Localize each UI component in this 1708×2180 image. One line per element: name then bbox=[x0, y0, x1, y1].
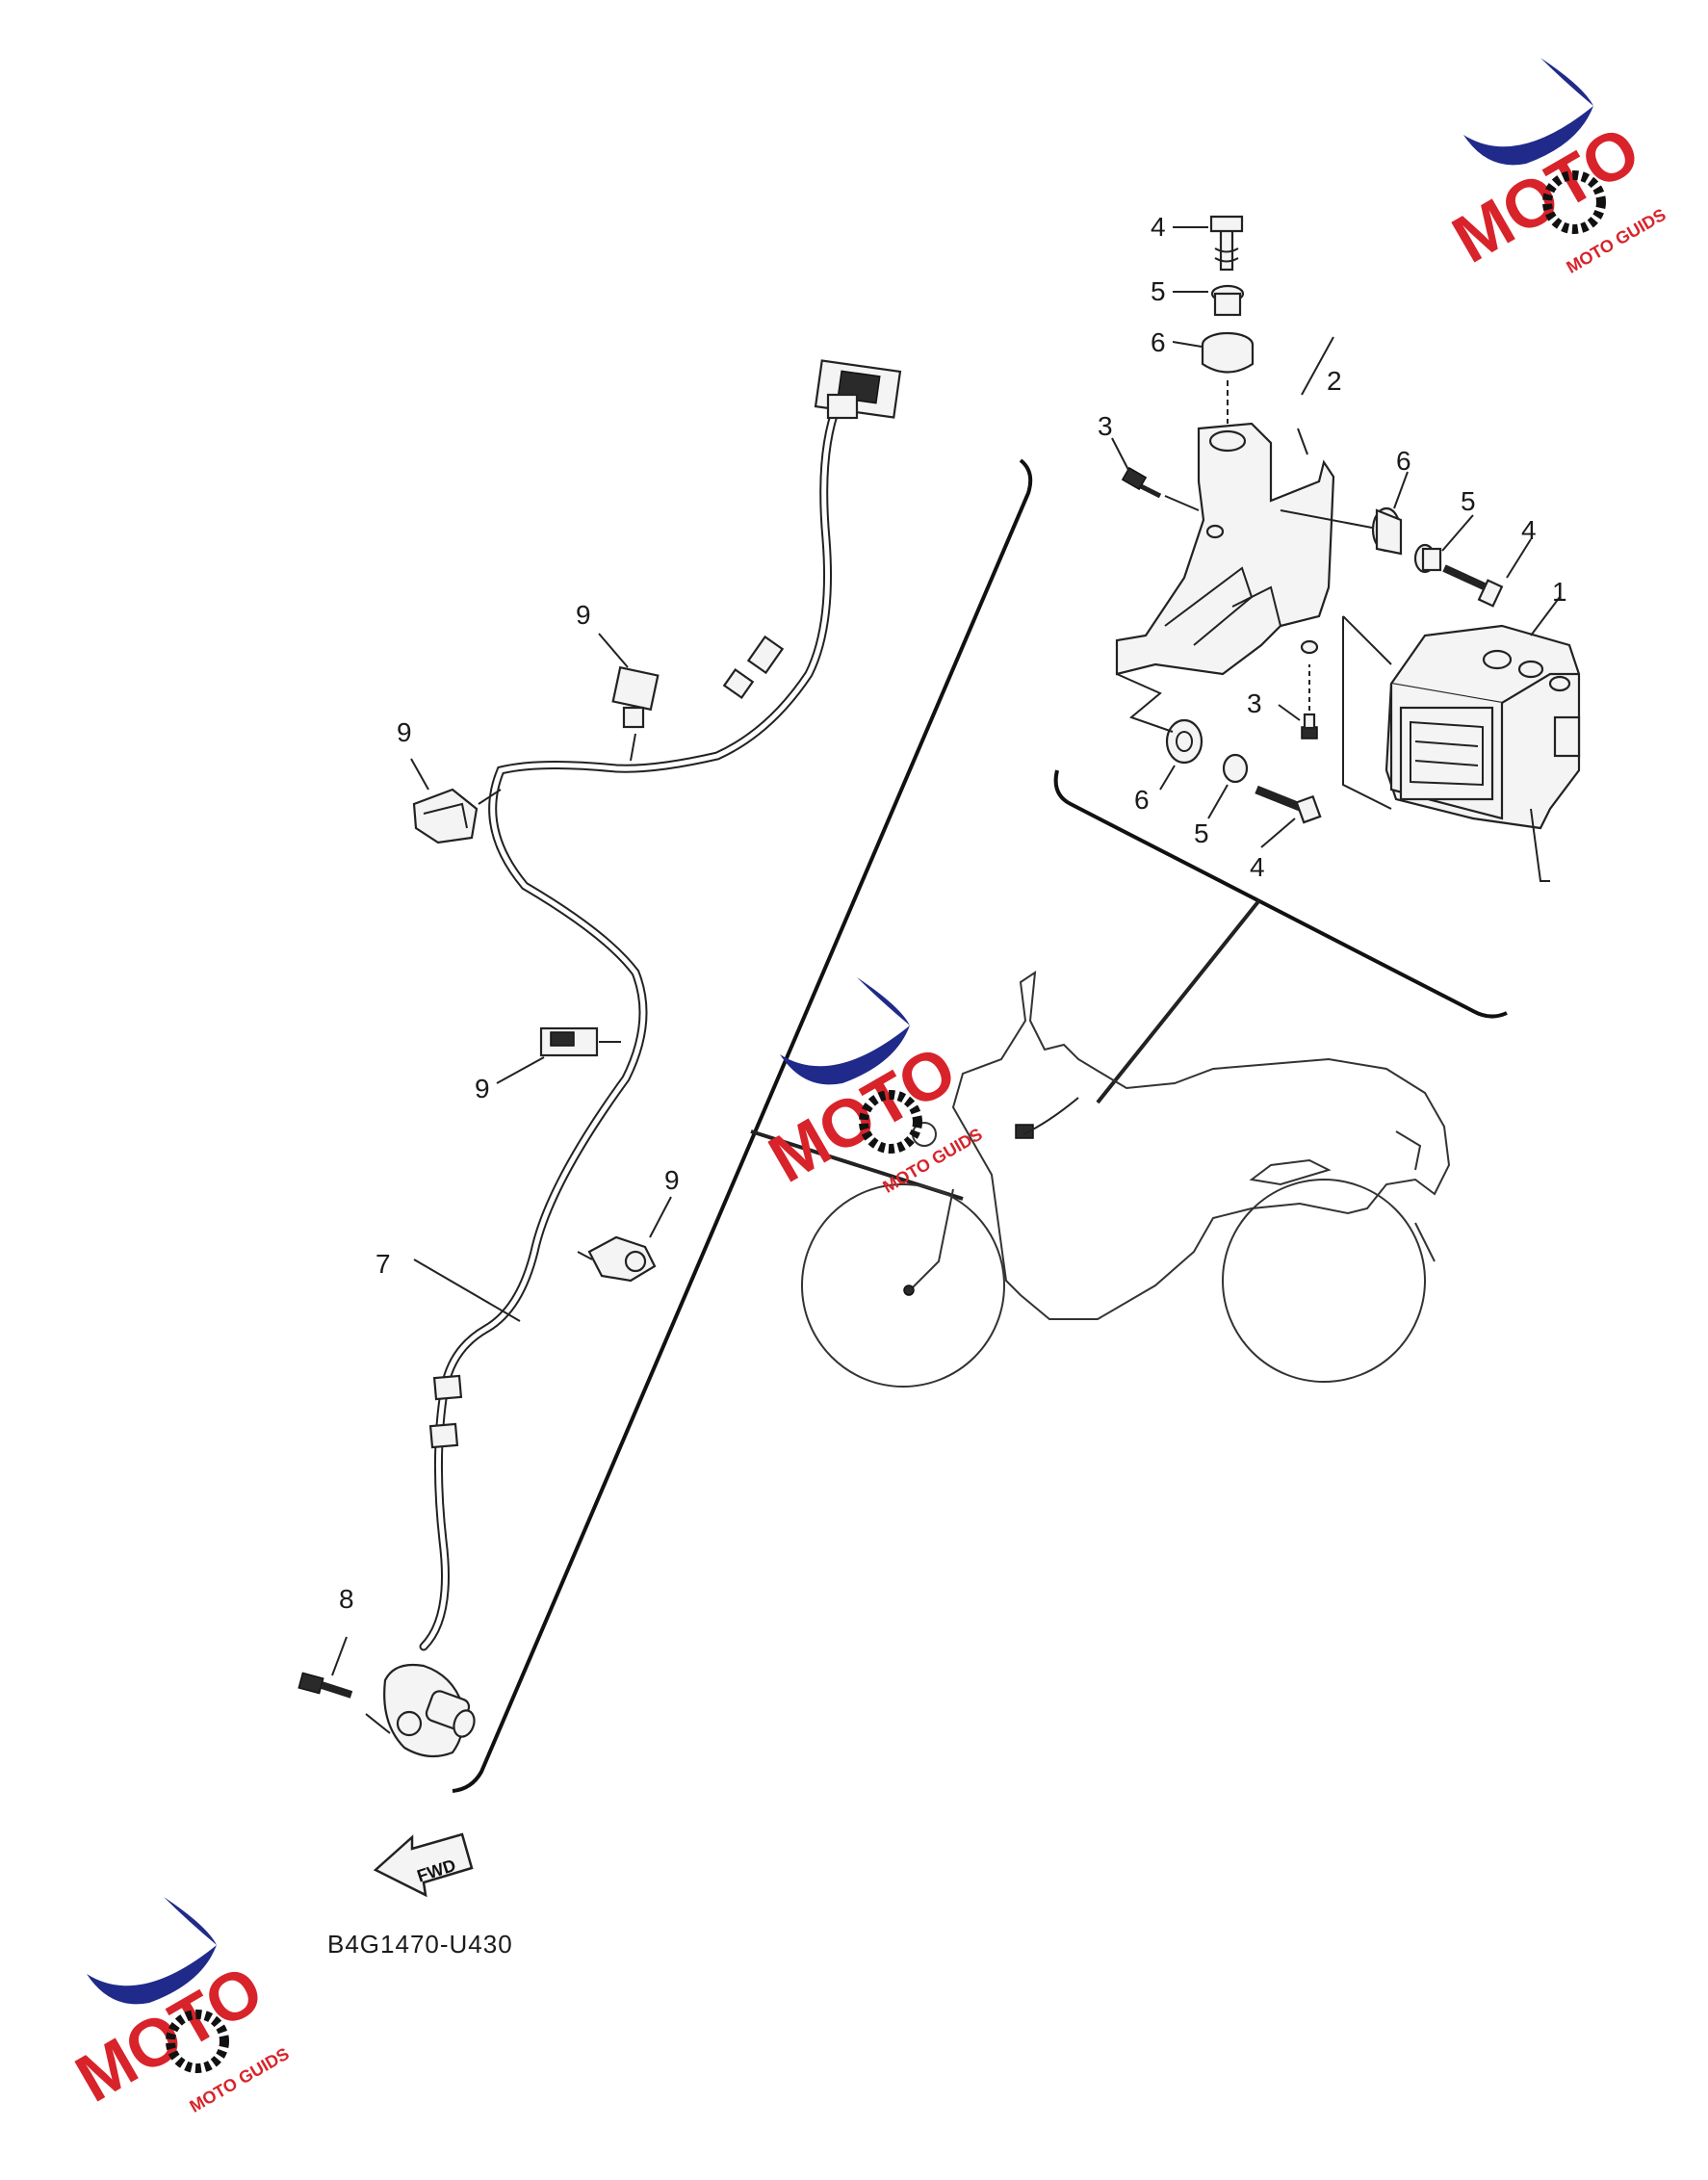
callout-9-left: 9 bbox=[397, 717, 412, 747]
sensor-bolt bbox=[298, 1636, 391, 1734]
clamp-9-middle bbox=[496, 1026, 621, 1084]
callout-7: 7 bbox=[375, 1249, 391, 1279]
callout-6-lower: 6 bbox=[1134, 785, 1150, 815]
callout-3-upper: 3 bbox=[1098, 411, 1113, 441]
abs-hydraulic-unit bbox=[1342, 596, 1581, 882]
top-mount-stack bbox=[1172, 215, 1255, 424]
clamp-9-lower bbox=[577, 1196, 672, 1283]
leader-to-bike-1 bbox=[1096, 898, 1261, 1104]
abs-bracket bbox=[1115, 336, 1335, 676]
callout-6-side: 6 bbox=[1396, 446, 1411, 476]
right-section-divider bbox=[1053, 769, 1508, 1019]
clamp-9-left bbox=[410, 758, 502, 844]
callout-6-top: 6 bbox=[1151, 327, 1166, 357]
callout-1: 1 bbox=[1552, 577, 1567, 607]
callout-8: 8 bbox=[339, 1584, 354, 1614]
callout-5-side: 5 bbox=[1461, 486, 1476, 516]
wheel-sensor-lead bbox=[383, 359, 902, 1758]
left-section-divider bbox=[452, 458, 1033, 1793]
callout-2: 2 bbox=[1327, 366, 1342, 396]
watermark-logo-top-right: MOTO MOTO GUIDS bbox=[1440, 58, 1669, 277]
callout-3-lower: 3 bbox=[1247, 688, 1262, 718]
callout-4-top: 4 bbox=[1151, 212, 1166, 242]
watermark-logo-center: MOTO MOTO GUIDS bbox=[757, 977, 986, 1197]
motorcycle-silhouette bbox=[801, 970, 1451, 1388]
callout-5-lower: 5 bbox=[1194, 818, 1209, 848]
callout-9-upper: 9 bbox=[576, 600, 591, 630]
side-mount-stack bbox=[1280, 471, 1532, 608]
lower-mount-stack bbox=[1116, 673, 1322, 848]
diagram-code: B4G1470-U430 bbox=[327, 1930, 513, 1959]
watermark-logo-bottom-left: MOTO MOTO GUIDS bbox=[64, 1897, 293, 2116]
clamp-9-upper bbox=[598, 633, 660, 762]
callout-9-lower: 9 bbox=[664, 1165, 680, 1195]
bolt-3-upper bbox=[1111, 437, 1200, 511]
bolt-3-lower bbox=[1278, 664, 1318, 740]
callout-4-lower: 4 bbox=[1250, 852, 1265, 882]
callout-9-middle: 9 bbox=[475, 1074, 490, 1103]
callout-5-top: 5 bbox=[1151, 276, 1166, 306]
callout-4-side: 4 bbox=[1521, 515, 1537, 545]
fwd-arrow-icon: FWD bbox=[373, 1832, 474, 1898]
